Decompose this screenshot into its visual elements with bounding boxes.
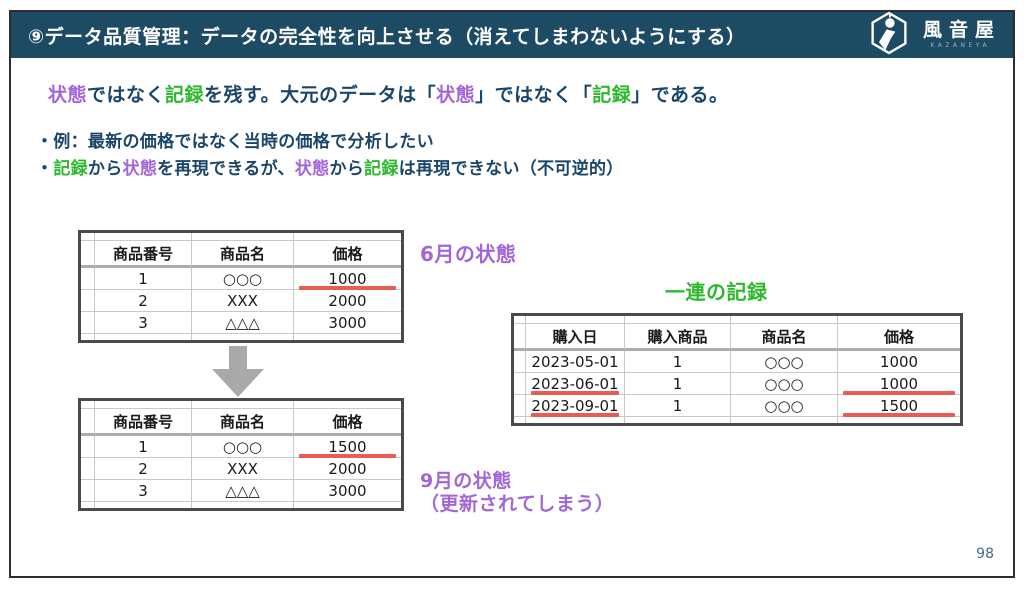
column-header: 商品名	[192, 409, 294, 436]
bullet-example: ・例：最新の価格ではなく当時の価格で分析したい	[36, 132, 434, 152]
table-row: 2 XXX 2000	[81, 458, 401, 480]
table-june-header-row: 商品番号 商品名 価格	[81, 241, 401, 268]
red-underline	[531, 413, 619, 417]
table-row: 2023-06-01 1 ○○○ 1000	[514, 373, 960, 395]
down-arrow-icon	[210, 346, 266, 398]
column-header: 価格	[294, 241, 401, 268]
table-row: 3 △△△ 3000	[81, 480, 401, 502]
table-september-state: 商品番号 商品名 価格 1 ○○○ 1500 2 XXX 2000 3 △△△ …	[78, 398, 404, 511]
label-september-state: 9月の状態 （更新されてしまう）	[420, 470, 615, 515]
table-row: 1 ○○○ 1000	[81, 268, 401, 290]
column-header: 商品番号	[95, 241, 192, 268]
column-header: 価格	[838, 324, 960, 351]
slide-title: ⑨データ品質管理：データの完全性を向上させる（消えてしまわないようにする）	[28, 25, 746, 48]
table-records-header-row: 購入日 購入商品 商品名 価格	[514, 324, 960, 351]
kazaneya-person-in-hexagon-icon	[869, 11, 909, 59]
statement-highlight-record: 記録	[165, 84, 205, 106]
table-june-state: 商品番号 商品名 価格 1 ○○○ 1000 2 XXX 2000 3 △△△ …	[78, 230, 404, 343]
column-header: 商品名	[731, 324, 838, 351]
table-row: 2023-09-01 1 ○○○ 1500	[514, 395, 960, 417]
statement-highlight-state: 状態	[48, 84, 88, 106]
column-header: 購入商品	[625, 324, 731, 351]
key-statement: 状態ではなく記録を残す。大元のデータは「状態」ではなく「記録」である。	[48, 84, 729, 106]
company-logo: 風音屋 KAZANEYA	[869, 11, 1001, 59]
label-june-state: 6月の状態	[420, 242, 517, 266]
column-header: 購入日	[526, 324, 625, 351]
red-underline	[531, 391, 619, 395]
table-row: 2 XXX 2000	[81, 290, 401, 312]
page-number: 98	[976, 546, 994, 562]
column-header: 商品番号	[95, 409, 192, 436]
column-header: 価格	[294, 409, 401, 436]
red-underline	[299, 286, 396, 290]
table-records: 購入日 購入商品 商品名 価格 2023-05-01 1 ○○○ 1000 20…	[511, 313, 963, 426]
table-row: 3 △△△ 3000	[81, 312, 401, 334]
table-row: 1 ○○○ 1500	[81, 436, 401, 458]
logo-name: 風音屋	[922, 19, 1001, 41]
table-september-header-row: 商品番号 商品名 価格	[81, 409, 401, 436]
bullet-list: ・例：最新の価格ではなく当時の価格で分析したい ・記録から状態を再現できるが、状…	[36, 129, 624, 183]
red-underline	[843, 413, 955, 417]
column-header: 商品名	[192, 241, 294, 268]
logo-text: 風音屋 KAZANEYA	[916, 21, 1001, 49]
table-row: 2023-05-01 1 ○○○ 1000	[514, 351, 960, 373]
header-bar: ⑨データ品質管理：データの完全性を向上させる（消えてしまわないようにする） 風音…	[11, 11, 1013, 59]
logo-subname: KAZANEYA	[930, 42, 991, 49]
label-records: 一連の記録	[665, 280, 768, 304]
bullet-irreversible: ・記録から状態を再現できるが、状態から記録は再現できない（不可逆的）	[36, 159, 624, 179]
red-underline	[299, 454, 396, 458]
red-underline	[843, 391, 955, 395]
